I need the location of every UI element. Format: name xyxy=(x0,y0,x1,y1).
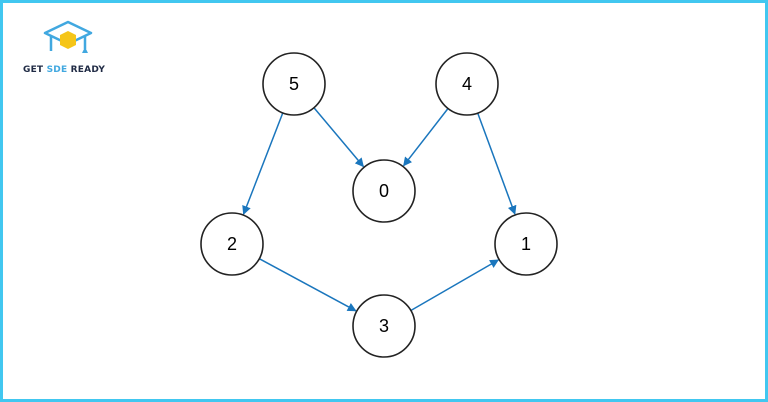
node-label-2: 2 xyxy=(227,234,237,254)
node-3: 3 xyxy=(352,294,416,358)
node-circle-1 xyxy=(494,212,558,276)
node-circle-4 xyxy=(435,52,499,116)
node-circle-3 xyxy=(352,294,416,358)
edge-2-to-3 xyxy=(258,258,357,312)
node-2: 2 xyxy=(200,212,264,276)
brand-name: GET SDE READY xyxy=(23,65,105,75)
edges xyxy=(242,107,517,312)
edge-5-to-2 xyxy=(242,112,284,216)
node-circle-2 xyxy=(200,212,264,276)
brand-word-get: GET xyxy=(23,65,44,75)
node-5: 5 xyxy=(262,52,326,116)
node-label-1: 1 xyxy=(521,234,531,254)
edge-5-to-0 xyxy=(313,107,364,168)
brand-word-ready: READY xyxy=(70,65,106,75)
nodes: 5 4 0 2 1 3 xyxy=(200,52,558,358)
edge-4-to-0 xyxy=(403,108,449,167)
graduation-house-icon xyxy=(43,20,93,53)
edge-3-to-1 xyxy=(410,259,500,312)
node-label-0: 0 xyxy=(379,181,389,201)
node-1: 1 xyxy=(494,212,558,276)
node-circle-0 xyxy=(352,159,416,223)
brand-word-sde: SDE xyxy=(46,65,68,75)
brand-logo: GET SDE READY xyxy=(23,19,123,79)
node-0: 0 xyxy=(352,159,416,223)
node-4: 4 xyxy=(435,52,499,116)
node-label-4: 4 xyxy=(462,74,472,94)
node-label-5: 5 xyxy=(289,74,299,94)
node-label-3: 3 xyxy=(379,316,389,336)
edge-4-to-1 xyxy=(477,112,517,215)
node-circle-5 xyxy=(262,52,326,116)
